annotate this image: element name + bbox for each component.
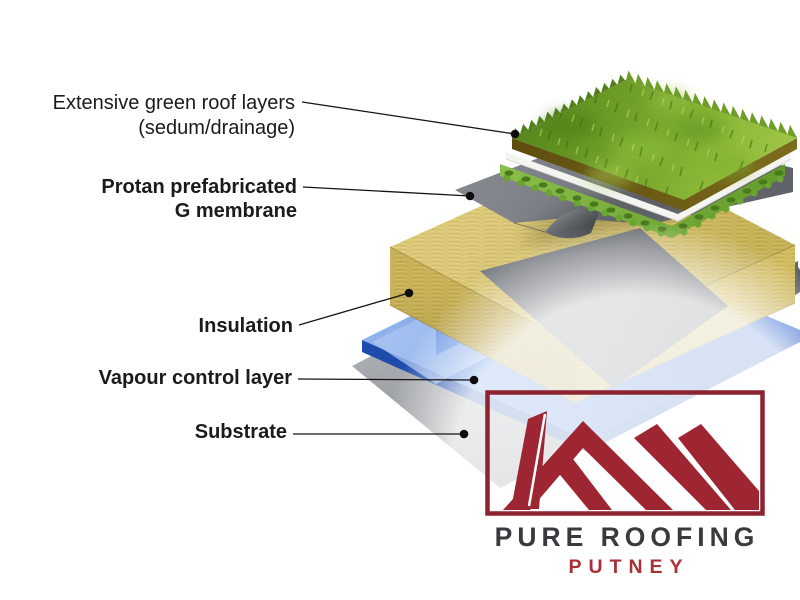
green-roof-layer [500, 70, 797, 238]
chimney-gap [527, 413, 547, 507]
label-membrane-line1: Protan prefabricated [101, 176, 297, 198]
grass-fringe-right [626, 70, 797, 138]
logo: PURE ROOFING PUTNEY [485, 390, 765, 578]
grass-fringe-left [512, 74, 626, 138]
label-substrate: Substrate [195, 420, 287, 445]
roof-gable [503, 421, 673, 510]
logo-border [485, 390, 765, 516]
label-substrate-text: Substrate [194, 421, 287, 443]
label-insulation: Insulation [199, 314, 293, 339]
chimney [511, 411, 547, 509]
filter-fleece-layer [505, 152, 792, 222]
logo-backdrop [380, 225, 800, 600]
right-roof-stroke-2 [678, 424, 759, 510]
roof-icon [503, 411, 759, 510]
label-insulation-text: Insulation [198, 315, 293, 337]
label-membrane-line2: G membrane [174, 200, 297, 222]
leader-insulation [298, 292, 410, 326]
label-green-roof: Extensive green roof layers (sedum/drain… [53, 91, 295, 141]
label-vapour-control: Vapour control layer [99, 366, 292, 391]
logo-brand-text: PURE ROOFING [495, 522, 760, 552]
leader-membrane [302, 186, 471, 197]
leader-lines [293, 101, 516, 435]
label-green-roof-line2: (sedum/drainage) [138, 117, 295, 139]
grass-texture [529, 83, 768, 197]
leader-vapour [297, 378, 475, 381]
logo-location-text: PUTNEY [568, 556, 689, 578]
label-vapour-text: Vapour control layer [98, 367, 292, 389]
label-green-roof-line1: Extensive green roof layers [52, 92, 295, 114]
label-membrane: Protan prefabricated G membrane [101, 175, 297, 223]
leader-green-roof [301, 101, 516, 135]
leader-dots [404, 129, 520, 439]
inner-roof-stroke [556, 455, 612, 510]
right-roof-stroke-1 [634, 424, 731, 510]
